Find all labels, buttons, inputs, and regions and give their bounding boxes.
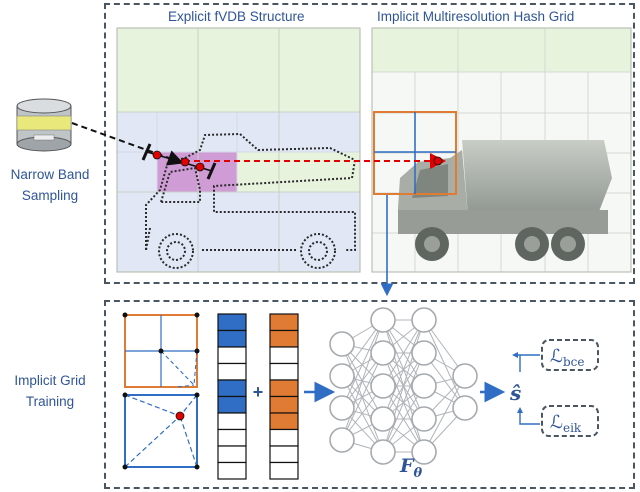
blue-feature-vector [217,313,247,480]
feature-cell [269,329,299,348]
feature-cell [269,428,299,447]
network-edge [423,375,466,453]
feature-cell [217,379,247,398]
loss-eik-symbol: ℒ [550,412,563,433]
feature-cell [269,412,299,431]
feature-cell [269,362,299,381]
feature-cell [269,395,299,414]
feature-cell [217,346,247,365]
feature-cell [269,461,299,480]
network-neuron [329,331,355,357]
band-tick-end [206,162,217,180]
truck-render-icon [398,140,612,261]
lidar-sensor-icon [16,98,72,152]
network-edge [382,385,425,453]
network-neuron [452,363,478,389]
feature-cell [269,379,299,398]
feature-cell [217,362,247,381]
network-neuron [370,340,396,366]
bce-connector [519,354,540,372]
eik-connector [519,410,540,425]
svg-text:ℒbce: ℒbce [550,346,584,369]
narrow-band-label: Narrow Band Sampling [0,164,100,206]
feature-cell [217,445,247,464]
network-symbol: F [399,455,415,477]
grid-training-label-line1: Implicit Grid [14,373,86,388]
network-edge [382,319,425,453]
blue-interp-cell [122,392,200,470]
loss-bce-box [541,339,599,371]
orange-feature-vector [269,313,299,480]
network-neuron [411,373,437,399]
truck-outline-icon [145,132,357,269]
network-edge [382,319,425,420]
hash-grid-cell [373,111,457,195]
feature-cell [217,412,247,431]
network-neuron [329,395,355,421]
network-edge [341,319,384,409]
network-neuron [452,395,478,421]
plus-sign: + [253,382,264,402]
network-edge [341,319,384,441]
narrow-band-label-line2: Sampling [21,188,79,203]
feature-cell [269,346,299,365]
top-panel-frame [104,3,635,284]
sample-points [152,150,443,172]
network-neuron [329,427,355,453]
explicit-title: Explicit fVDB Structure [168,9,305,24]
loss-bce-symbol: ℒ [550,346,563,367]
explicit-grid [116,27,361,273]
orange-interp-cell [122,312,200,388]
sensor-ray [71,122,184,166]
band-tick-start [141,143,152,161]
network-subscript: θ [414,466,423,481]
feature-cell [217,313,247,332]
network-neuron [329,363,355,389]
network-edge [382,319,425,387]
loss-eik-box [541,405,599,437]
narrow-band-label-line1: Narrow Band [10,167,90,182]
mlp-network [329,307,478,465]
network-neuron [411,340,437,366]
feature-cell [217,461,247,480]
output-sdf-symbol: ŝ [509,381,521,405]
loss-bce-subscript: bce [563,355,585,369]
feature-cell [217,428,247,447]
network-neuron [370,406,396,432]
bottom-panel-frame [104,300,635,489]
grid-training-label-line2: Training [25,394,75,409]
network-neuron [411,439,437,465]
network-neuron [370,439,396,465]
network-neuron [411,307,437,333]
grid-training-label: Implicit Grid Training [0,370,100,412]
feature-cell [217,395,247,414]
network-neuron [370,373,396,399]
network-edge [382,352,425,453]
network-neuron [411,406,437,432]
feature-cell [269,313,299,332]
network-edge [341,352,384,441]
implicit-title: Implicit Multiresolution Hash Grid [377,9,575,24]
loss-eik-subscript: eik [563,421,582,435]
network-neuron [370,307,396,333]
feature-cell [269,445,299,464]
svg-text:Fθ: Fθ [399,455,423,481]
feature-cell [217,329,247,348]
svg-text:ℒeik: ℒeik [550,412,582,435]
